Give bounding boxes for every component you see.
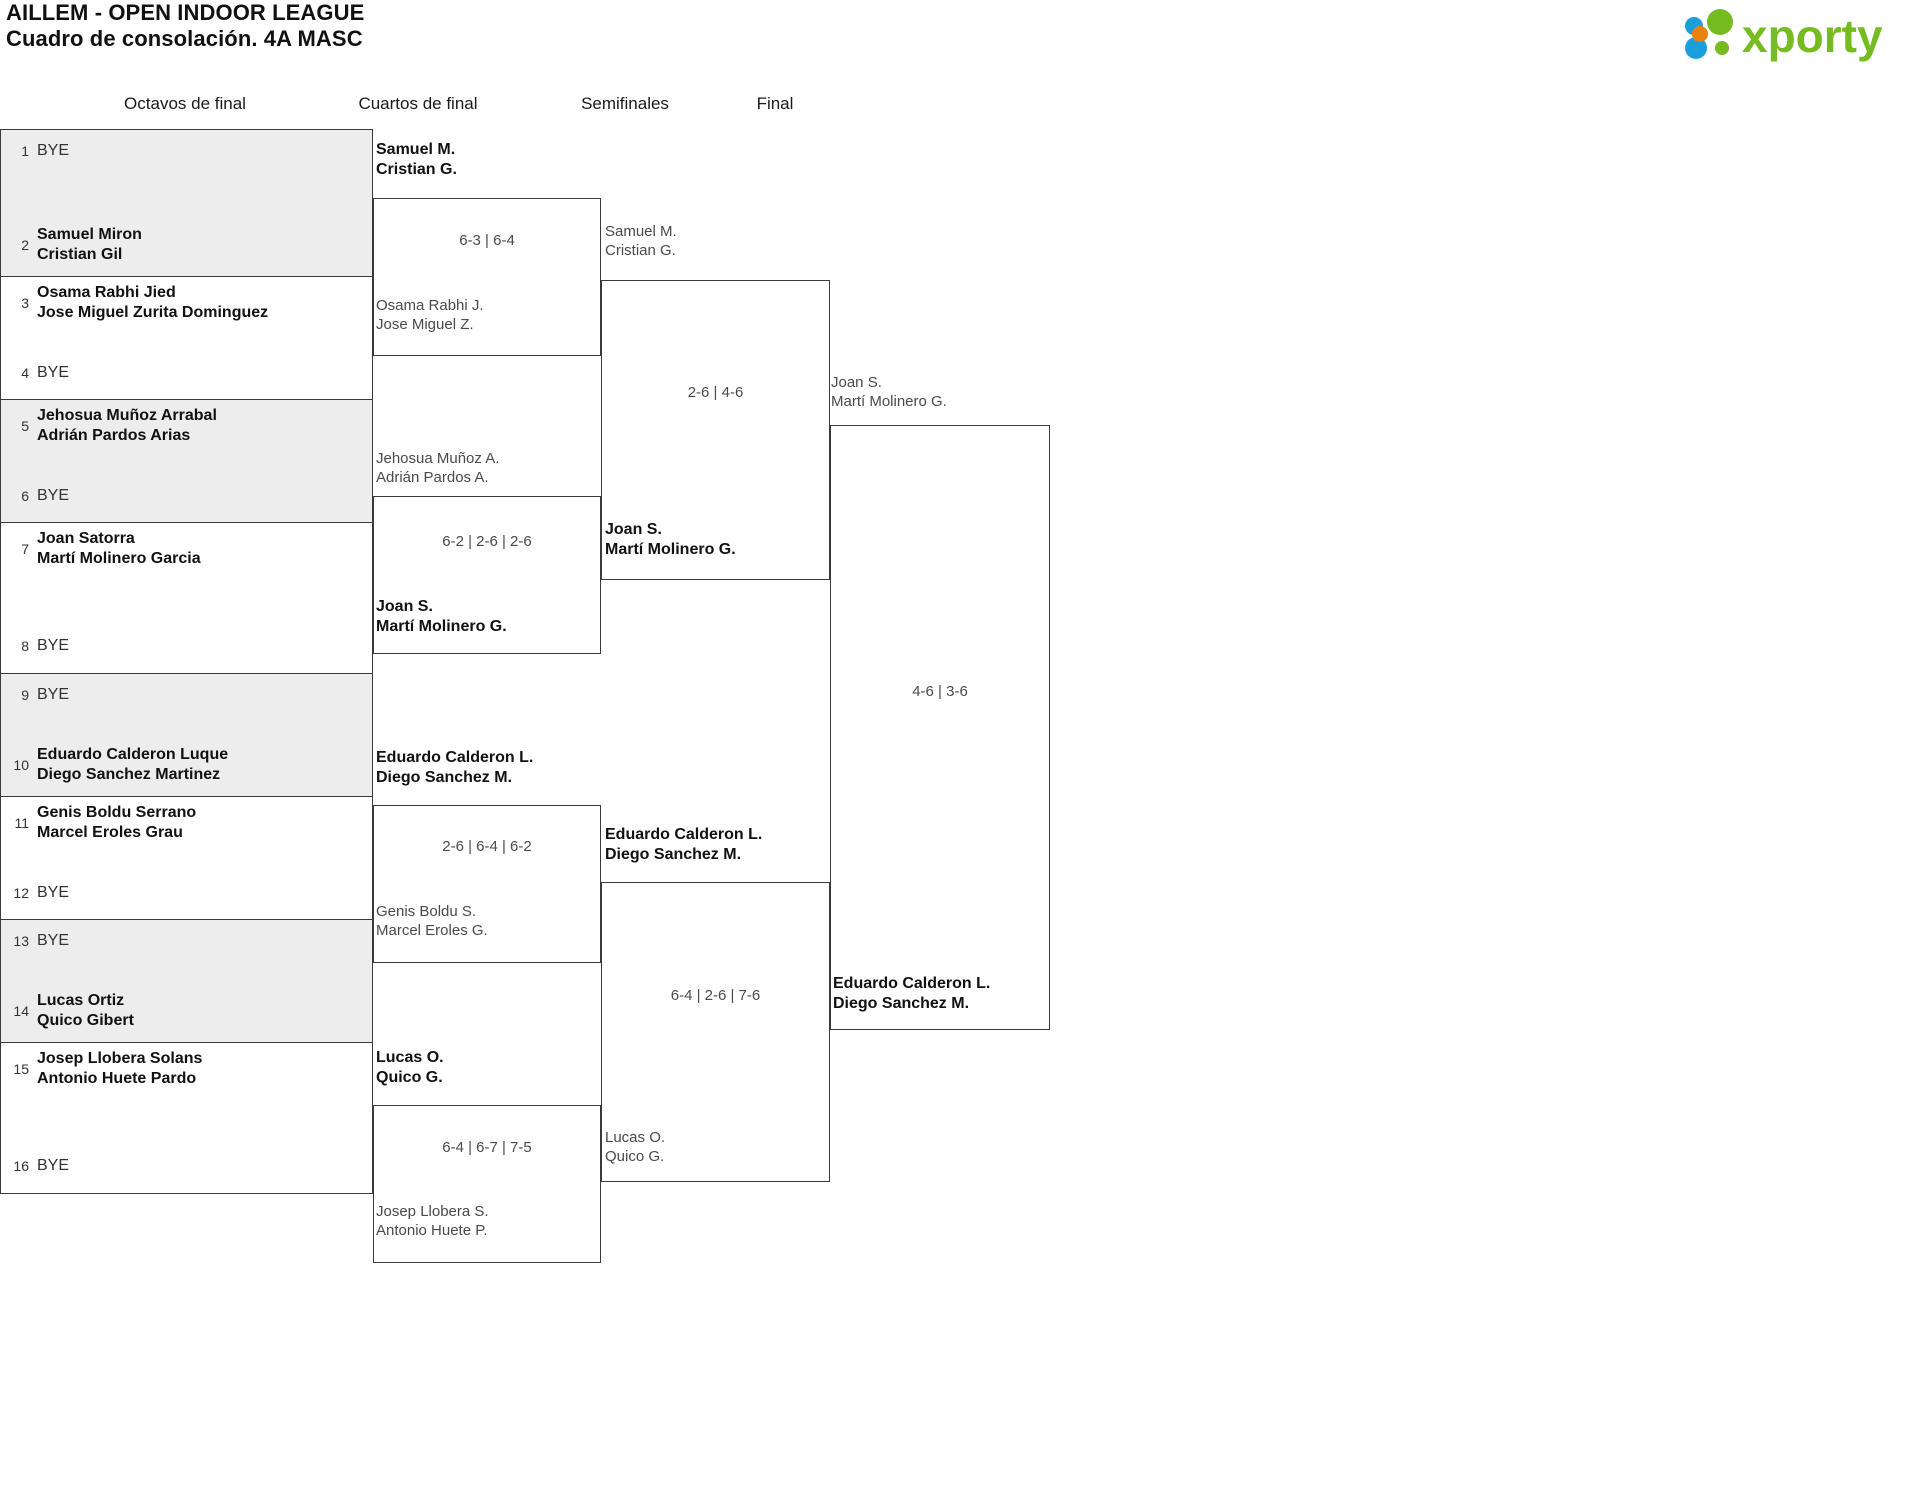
seed-number: 6 (21, 488, 29, 504)
seed-number: 13 (13, 933, 29, 949)
seed-number: 9 (21, 687, 29, 703)
sf-1-bottom-entry[interactable]: Joan S.Martí Molinero G. (605, 521, 736, 558)
draw-subtitle: Cuadro de consolación. 4A MASC (6, 26, 363, 51)
xporty-logo: xporty (1676, 8, 1906, 64)
sf-2-top-entry[interactable]: Eduardo Calderon L.Diego Sanchez M. (605, 826, 763, 863)
qf-4-bottom-entry[interactable]: Josep Llobera S.Antonio Huete P. (376, 1203, 489, 1239)
final-bottom-entry[interactable]: Eduardo Calderon L.Diego Sanchez M. (833, 975, 991, 1012)
qf-4-match-box[interactable] (373, 1105, 601, 1263)
r16-entry-name: BYE (37, 487, 70, 504)
r16-entry-name: BYE (37, 932, 70, 949)
qf-2-top-entry[interactable]: Jehosua Muñoz A.Adrián Pardos A. (376, 450, 500, 486)
seed-number: 2 (21, 237, 29, 253)
r16-entry-name: BYE (37, 637, 70, 654)
r16-entry-name: BYE (37, 142, 70, 159)
qf-1-score: 6-3 | 6-4 (459, 232, 515, 249)
qf-3-match-box[interactable] (373, 805, 601, 963)
r16-slot-12[interactable]: 12 BYE (1, 880, 372, 906)
qf-1-top-entry[interactable]: Samuel M.Cristian G. (376, 141, 457, 178)
r16-entry-name: BYE (37, 1157, 70, 1174)
sf-1-score: 2-6 | 4-6 (687, 384, 744, 401)
seed-number: 12 (13, 885, 29, 901)
sf-2-match-box[interactable] (601, 882, 830, 1182)
seed-number: 4 (21, 365, 29, 381)
r16-slot-16[interactable]: 16 BYE (1, 1153, 372, 1179)
seed-number: 14 (13, 1003, 29, 1019)
sf-1-match-box[interactable] (601, 280, 830, 580)
qf-3-top-entry[interactable]: Eduardo Calderon L.Diego Sanchez M. (376, 749, 534, 786)
seed-number: 5 (21, 418, 29, 434)
r16-entry-name: BYE (37, 884, 70, 901)
r16-entry-name: BYE (37, 364, 70, 381)
sf-1-top-entry[interactable]: Samuel M.Cristian G. (605, 223, 677, 259)
qf-2-bottom-entry[interactable]: Joan S.Martí Molinero G. (376, 598, 507, 635)
seed-number: 16 (13, 1158, 29, 1174)
qf-4-top-entry[interactable]: Lucas O.Quico G. (376, 1049, 444, 1086)
r16-slot-6[interactable]: 6 BYE (1, 483, 372, 509)
r16-slot-9[interactable]: 9 BYE (1, 682, 372, 708)
seed-number: 15 (13, 1061, 29, 1077)
svg-text:xporty: xporty (1742, 10, 1883, 62)
qf-3-bottom-entry[interactable]: Genis Boldu S.Marcel Eroles G. (376, 903, 488, 939)
r16-slot-13[interactable]: 13 BYE (1, 928, 372, 954)
final-top-entry[interactable]: Joan S.Martí Molinero G. (831, 374, 947, 410)
qf-1-bottom-entry[interactable]: Osama Rabhi J.Jose Miguel Z. (376, 297, 484, 333)
qf-4-score: 6-4 | 6-7 | 7-5 (442, 1139, 532, 1156)
final-match-box[interactable] (830, 425, 1050, 1030)
tournament-name: AILLEM - OPEN INDOOR LEAGUE (6, 0, 365, 25)
qf-2-match-box[interactable] (373, 496, 601, 654)
seed-number: 7 (21, 541, 29, 557)
sf-2-score: 6-4 | 2-6 | 7-6 (670, 987, 761, 1004)
r16-entry-name: BYE (37, 686, 70, 703)
seed-number: 11 (14, 815, 29, 831)
sf-2-bottom-entry[interactable]: Lucas O.Quico G. (605, 1129, 666, 1165)
page-title: AILLEM - OPEN INDOOR LEAGUE Cuadro de co… (6, 0, 364, 52)
qf-1-match-box[interactable] (373, 198, 601, 356)
round-header-semifinales: Semifinales (581, 94, 669, 113)
round-header-final: Final (756, 94, 794, 113)
r16-slot-1[interactable]: 1 BYE (1, 138, 372, 164)
r16-slot-8[interactable]: 8 BYE (1, 633, 372, 659)
r16-slot-4[interactable]: 4 BYE (1, 360, 372, 386)
seed-number: 3 (21, 295, 29, 311)
qf-2-score: 6-2 | 2-6 | 2-6 (442, 533, 532, 550)
seed-number: 10 (13, 757, 29, 773)
round-header-cuartos: Cuartos de final (358, 94, 478, 113)
xporty-logo-icon: xporty (1685, 9, 1883, 62)
final-score: 4-6 | 3-6 (912, 683, 968, 700)
round-header-octavos: Octavos de final (124, 94, 246, 113)
seed-number: 1 (21, 143, 29, 159)
qf-3-score: 2-6 | 6-4 | 6-2 (442, 838, 532, 855)
seed-number: 8 (21, 638, 29, 654)
